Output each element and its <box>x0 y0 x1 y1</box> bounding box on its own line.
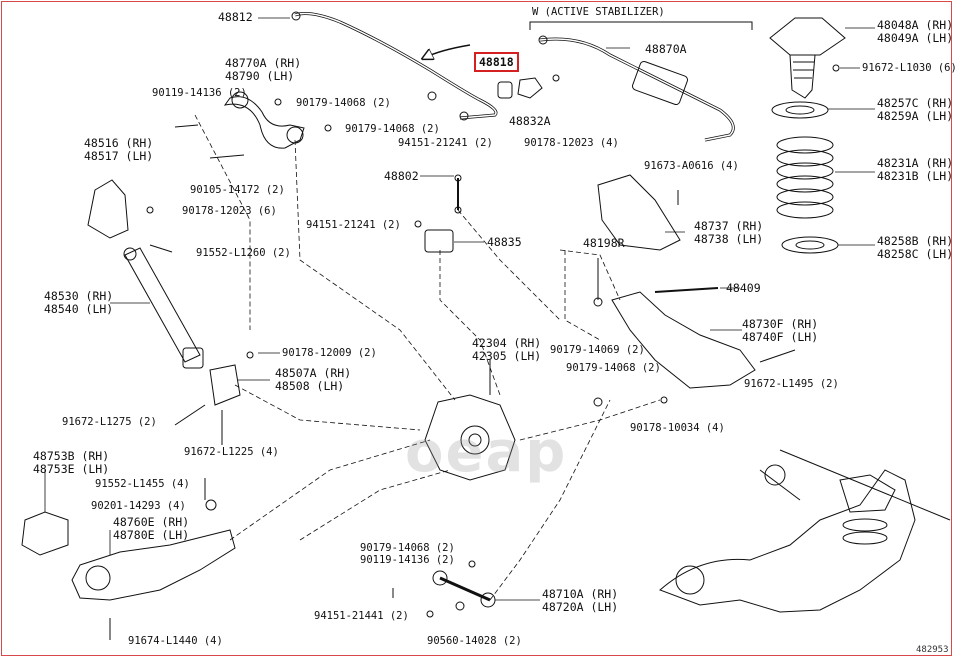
knuckle-part <box>424 394 516 481</box>
label-91672-l1495: 91672-L1495 (2) <box>744 378 839 390</box>
highlighted-part-48818[interactable]: 48818 <box>474 52 519 72</box>
label-48516: 48516 (RH) 48517 (LH) <box>84 136 154 163</box>
dust-cover-part <box>597 174 681 251</box>
label-48870a: 48870A <box>645 42 687 56</box>
label-90119-14136: 90119-14136 (2) <box>152 87 247 99</box>
label-90178-12023-6: 90178-12023 (6) <box>182 205 277 217</box>
label-48730f: 48730F (RH) 48740F (LH) <box>742 317 819 344</box>
label-90560-14028: 90560-14028 (2) <box>427 635 522 647</box>
label-90179-14068-c: 90179-14068 (2) <box>566 362 661 374</box>
label-48409: 48409 <box>726 281 761 295</box>
lower-arm-48760 <box>71 529 236 601</box>
label-48530: 48530 (RH) 48540 (LH) <box>44 289 114 316</box>
label-48258b: 48258B (RH) 48258C (LH) <box>877 234 954 261</box>
label-91552-l1455: 91552-L1455 (4) <box>95 478 190 490</box>
label-91552-l1260: 91552-L1260 (2) <box>196 247 291 259</box>
label-90179-14069: 90179-14069 (2) <box>550 344 645 356</box>
label-91672-l1225: 91672-L1225 (4) <box>184 446 279 458</box>
label-91674-l1440: 91674-L1440 (4) <box>128 635 223 647</box>
label-48770a: 48770A (RH) 48790 (LH) <box>225 56 302 83</box>
label-94151-21441: 94151-21441 (2) <box>314 610 409 622</box>
label-48231a: 48231A (RH) 48231B (LH) <box>877 156 954 183</box>
lower-arm-48730 <box>611 291 756 389</box>
label-48710a: 48710A (RH) 48720A (LH) <box>542 587 619 614</box>
label-active-stabilizer: W (ACTIVE STABILIZER) <box>532 6 665 18</box>
label-48257c: 48257C (RH) 48259A (LH) <box>877 96 954 123</box>
label-90179-14068-a: 90179-14068 (2) <box>296 97 391 109</box>
shock-absorber-part <box>124 247 201 363</box>
label-90201-14293: 90201-14293 (4) <box>91 500 186 512</box>
label-91672-l1275: 91672-L1275 (2) <box>62 416 157 428</box>
bump-stopper-part <box>21 511 69 556</box>
label-94151-21241-b: 94151-21241 (2) <box>306 219 401 231</box>
label-91672-l1030: 91672-L1030 (6) <box>862 62 955 74</box>
label-48048a: 48048A (RH) 48049A (LH) <box>877 18 954 45</box>
label-94151-21241-a: 94151-21241 (2) <box>398 137 493 149</box>
bracket-48516 <box>87 179 129 239</box>
label-48507a: 48507A (RH) 48508 (LH) <box>275 366 352 393</box>
label-91673-a0616: 91673-A0616 (4) <box>644 160 739 172</box>
active-stabilizer-part <box>539 37 735 142</box>
upper-arm-part <box>223 96 305 149</box>
upper-mount-part <box>769 17 846 56</box>
label-90105-14172: 90105-14172 (2) <box>190 184 285 196</box>
label-48760e: 48760E (RH) 48780E (LH) <box>113 515 190 542</box>
label-48198r: 48198R <box>583 236 625 250</box>
active-stabilizer-arrow <box>424 44 471 58</box>
label-48812: 48812 <box>218 10 253 24</box>
label-48832a: 48832A <box>509 114 551 128</box>
coil-spring-part <box>776 136 834 219</box>
label-42304: 42304 (RH) 42305 (LH) <box>472 336 542 363</box>
label-90178-12023-4: 90178-12023 (4) <box>524 137 619 149</box>
label-90179-14068-d: 90179-14068 (2) 90119-14136 (2) <box>360 542 455 566</box>
toe-link-part <box>439 576 491 602</box>
bracket-48507 <box>209 364 241 406</box>
label-48753b: 48753B (RH) 48753E (LH) <box>33 449 110 476</box>
assembly-view <box>659 469 916 613</box>
reference-code: 482953 <box>916 645 949 655</box>
label-48835: 48835 <box>487 235 522 249</box>
label-90178-10034: 90178-10034 (4) <box>630 422 725 434</box>
label-90178-12009: 90178-12009 (2) <box>282 347 377 359</box>
label-48802: 48802 <box>384 169 419 183</box>
label-90179-14068-b: 90179-14068 (2) <box>345 123 440 135</box>
watermark: oeap <box>405 420 568 485</box>
label-48737: 48737 (RH) 48738 (LH) <box>694 219 764 246</box>
